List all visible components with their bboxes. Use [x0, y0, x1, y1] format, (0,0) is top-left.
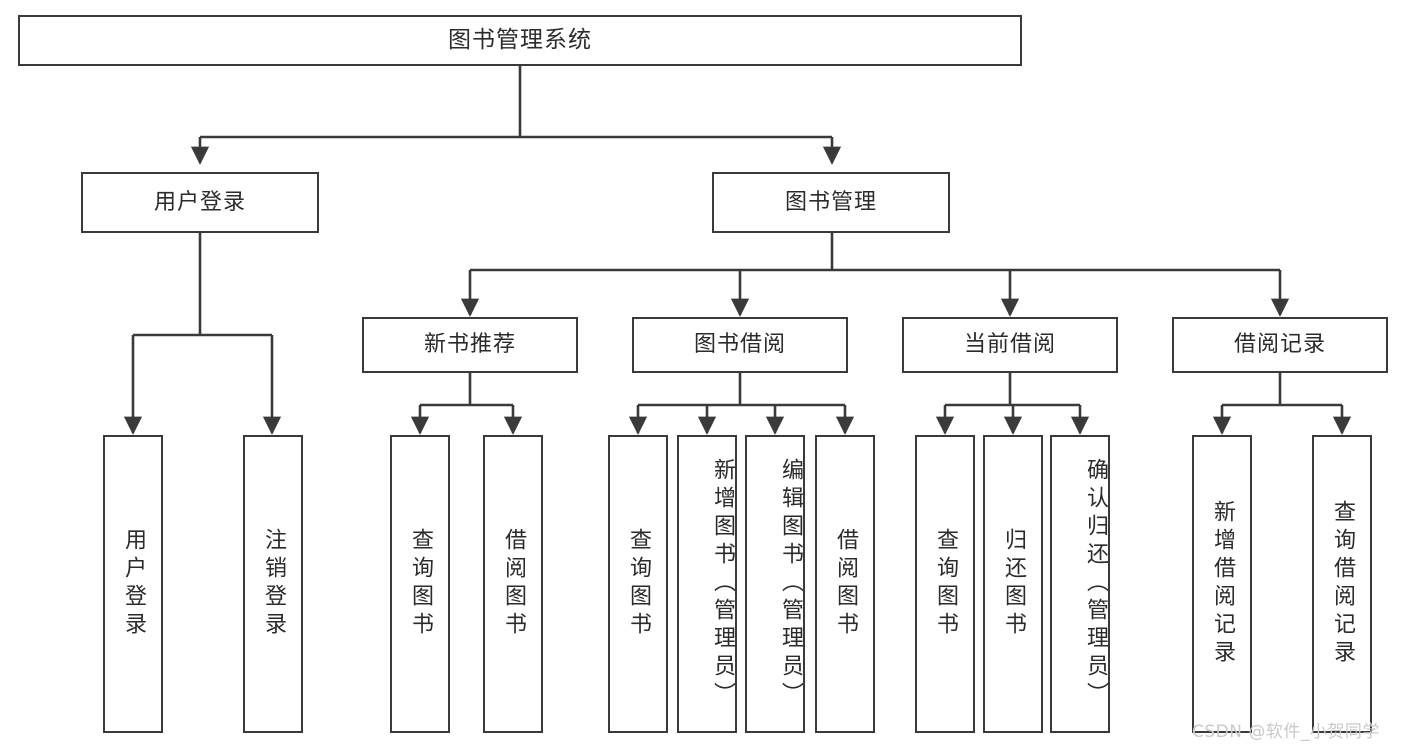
leaf-query-book-new-recommend[interactable]: 查询图书 — [390, 435, 450, 733]
node-root-book-management-system[interactable]: 图书管理系统 — [18, 15, 1022, 66]
leaf-confirm-return-admin[interactable]: 确认归还（管理员） — [1050, 435, 1110, 733]
node-book-management[interactable]: 图书管理 — [712, 172, 950, 233]
leaf-return-book[interactable]: 归还图书 — [983, 435, 1043, 733]
csdn-watermark: CSDN @软件_小贺同学 — [1192, 722, 1380, 742]
leaf-edit-book-admin[interactable]: 编辑图书（管理员） — [745, 435, 805, 733]
node-new-book-recommend[interactable]: 新书推荐 — [362, 317, 578, 373]
leaf-add-borrow-record[interactable]: 新增借阅记录 — [1192, 435, 1252, 733]
leaf-query-borrow-record[interactable]: 查询借阅记录 — [1312, 435, 1372, 733]
leaf-query-book-current[interactable]: 查询图书 — [915, 435, 975, 733]
node-borrow-record[interactable]: 借阅记录 — [1172, 317, 1388, 373]
leaf-query-book-borrow[interactable]: 查询图书 — [608, 435, 668, 733]
leaf-borrow-book-borrow[interactable]: 借阅图书 — [815, 435, 875, 733]
leaf-user-login[interactable]: 用户登录 — [103, 435, 163, 733]
leaf-borrow-book-new-recommend[interactable]: 借阅图书 — [483, 435, 543, 733]
leaf-logout-login[interactable]: 注销登录 — [243, 435, 303, 733]
node-book-borrow[interactable]: 图书借阅 — [632, 317, 848, 373]
leaf-add-book-admin[interactable]: 新增图书（管理员） — [677, 435, 737, 733]
node-user-login[interactable]: 用户登录 — [81, 172, 319, 233]
node-current-borrow[interactable]: 当前借阅 — [902, 317, 1118, 373]
